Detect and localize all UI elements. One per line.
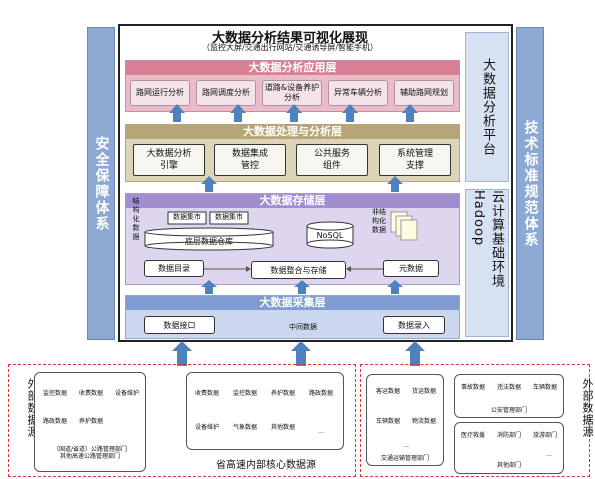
src-passenger: 客运数据 [375,388,400,395]
app-road-dispatch: 路网调度分析 [196,80,256,106]
warehouse-cylinder-icon [144,227,274,251]
src-tourism: 旅游部门 [532,432,557,439]
src-logistics: 物流数据 [411,418,436,425]
src-highway-footer: （国道/省道）公路管理部门 其他高速公路管理部门 [52,446,128,460]
src-police-footer: 公安管理部门 [490,407,527,414]
unstructured-data-label: 非结构化数据 [372,208,386,234]
data-mart-2-label: 数据集市 [215,213,243,221]
src-equipment: 设备维护 [114,390,139,397]
proc-public-service-label: 公共服务组件 [313,149,350,171]
catalog-to-integration-arrow [204,266,251,272]
src-other-more: … [546,451,552,458]
data-mart-2-icon [209,211,249,225]
proc-system-support: 系统管理支撑 [379,144,451,176]
data-interface-box: 数据接口 [144,316,215,334]
page-subtitle: （监控大屏/交通出行网站/交通诱导屏/智能手机） [201,43,379,52]
up-arrow-store-1 [201,280,217,294]
proc-data-integration-label: 数据集成管控 [231,149,268,171]
cloud-label: 云计算基础环境Hadoop [471,190,504,288]
app-abnormal-vehicle: 异常车辆分析 [328,80,388,106]
data-entry-box: 数据录入 [383,316,445,334]
src-vehicle: 车辆数据 [375,418,400,425]
platform-panel: 大数据分析平台 [465,32,509,182]
data-mart-1-label: 数据集市 [173,213,201,221]
tech-standards-label: 技术标准规范体系 [522,119,539,248]
source-frame-left [8,364,356,477]
source-frame-right [360,364,590,477]
src-toll: 收费数据 [78,390,103,397]
external-source-label-right: 外部数据源 [581,378,594,438]
up-arrow-proc-2 [387,176,403,192]
security-system-label: 安全保障体系 [93,135,110,232]
application-layer-title: 大数据分析应用层 [126,61,459,75]
up-arrow-app-3 [286,104,302,122]
up-arrow-source-3 [405,341,425,366]
storage-layer-title: 大数据存储层 [126,194,459,208]
source-group-highway [34,372,146,472]
up-arrow-app-2 [230,104,246,122]
src-core-equipment: 设备维护 [194,424,219,431]
middle-data-label: 中间数据 [289,323,317,331]
src-fire: 消防部门 [496,432,521,439]
src-core-toll: 收费数据 [194,390,219,397]
app-network-planning: 辅助路网规划 [394,80,454,106]
up-arrow-store-2 [294,280,310,294]
src-road-admin: 路政数据 [42,418,67,425]
data-integration-box: 数据整合与存储 [251,261,346,279]
up-arrow-app-1 [169,104,185,122]
src-maintenance: 养护数据 [78,418,103,425]
up-arrow-store-3 [387,280,403,294]
src-transport-more: … [403,442,409,449]
collection-layer-title: 大数据采集层 [126,296,459,310]
src-core-monitoring: 监控数据 [232,390,257,397]
src-transport-footer: 交通运输管理部门 [380,455,429,462]
src-medical: 医疗救援 [460,432,485,439]
proc-data-integration: 数据集成管控 [214,144,286,176]
document-stack-icon [390,211,418,241]
app-maintenance: 道路&设备养护分析 [262,80,322,106]
meta-to-integration-arrow [346,266,383,272]
proc-public-service: 公共服务组件 [296,144,368,176]
data-catalog-box: 数据目录 [144,260,204,277]
src-core-more: … [318,428,324,435]
source-group-police [454,374,564,418]
security-system-bar: 安全保障体系 [87,27,115,340]
src-core-road-admin: 路政数据 [308,390,333,397]
cloud-panel: 云计算基础环境Hadoop [465,189,509,337]
nosql-cylinder-icon [306,221,354,249]
source-group-transport [366,374,444,466]
up-arrow-source-2 [291,341,311,366]
nosql-label: NoSQL [316,231,344,240]
processing-layer-title: 大数据处理与分析层 [126,125,459,139]
src-police-vehicle: 车辆数据 [532,384,557,391]
proc-system-support-label: 系统管理支撑 [396,149,433,171]
warehouse-label: 底层数据仓库 [185,237,233,246]
src-other-footer: 其他部门 [496,462,521,469]
src-violation: 违法数据 [496,384,521,391]
proc-analysis-engine-label: 大数据分析引擎 [146,149,192,171]
metadata-box: 元数据 [383,260,439,277]
up-arrow-app-5 [402,104,418,122]
platform-label: 大数据分析平台 [480,58,495,156]
up-arrow-app-4 [342,104,358,122]
source-group-other [454,422,564,474]
app-road-operation: 路网运行分析 [130,80,190,106]
proc-analysis-engine: 大数据分析引擎 [133,144,205,176]
structured-data-label: 结构化数据 [132,197,140,241]
src-freight: 货运数据 [411,388,436,395]
source-group-core [186,372,344,450]
tech-standards-bar: 技术标准规范体系 [516,27,544,340]
data-mart-1-icon [167,211,207,225]
src-accident: 事故数据 [460,384,485,391]
src-core-maintenance: 养护数据 [270,390,295,397]
src-core-weather: 气象数据 [232,424,257,431]
src-core-other: 其他数据 [270,424,295,431]
up-arrow-source-1 [172,341,192,366]
page-title: 大数据分析结果可视化展现 [211,31,368,46]
src-monitoring: 监控数据 [42,390,67,397]
src-core-footer: 省高速内部核心数据源 [216,460,316,471]
up-arrow-proc-1 [201,176,217,192]
